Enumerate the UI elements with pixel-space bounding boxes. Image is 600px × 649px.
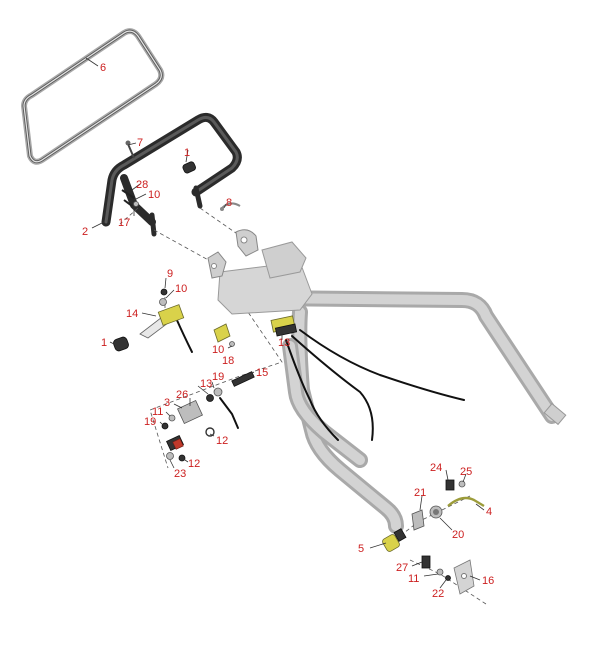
lower-bracket-hardware [421, 555, 475, 595]
callout-28: 28 [136, 179, 148, 191]
callout-6: 6 [100, 62, 106, 74]
callout-10: 10 [148, 189, 160, 201]
callout-5: 5 [358, 543, 364, 555]
main-handle-frame [207, 229, 567, 534]
callout-19: 19 [144, 416, 156, 428]
part-6-bail-loop [21, 28, 165, 165]
callout-2: 2 [82, 226, 88, 238]
callout-18: 18 [222, 355, 234, 367]
callout-3: 3 [164, 397, 170, 409]
callout-19: 19 [212, 371, 224, 383]
callout-23: 23 [174, 468, 186, 480]
callout-10: 10 [212, 344, 224, 356]
callout-17: 17 [118, 217, 130, 229]
callout-11: 11 [408, 573, 419, 585]
callout-4: 4 [486, 506, 492, 518]
callout-labels: 6 7 1 28 10 17 2 8 9 10 14 1 10 18 13 15… [82, 62, 494, 600]
callout-16: 16 [482, 575, 494, 587]
callout-10: 10 [175, 283, 187, 295]
callout-22: 22 [432, 588, 444, 600]
callout-24: 24 [430, 462, 442, 474]
linkage-hardware [161, 371, 255, 462]
handle-hardware [121, 140, 241, 211]
leader-lines [85, 57, 485, 589]
callout-14: 14 [126, 308, 138, 320]
callout-1: 1 [101, 337, 107, 349]
callout-9: 9 [167, 268, 173, 280]
part-5-knob [382, 528, 407, 552]
callout-13: 13 [200, 378, 212, 390]
callout-26: 26 [176, 389, 188, 401]
callout-20: 20 [452, 529, 464, 541]
part-13-cable-bracket [270, 315, 298, 337]
part-18-bracket [213, 323, 235, 347]
part-14-lever [139, 288, 185, 339]
part-1-grommet [113, 336, 129, 352]
callout-11: 11 [152, 406, 163, 418]
callout-25: 25 [460, 466, 472, 478]
callout-12: 12 [188, 458, 200, 470]
callout-8: 8 [226, 197, 232, 209]
callout-12: 12 [216, 435, 228, 447]
callout-13: 13 [278, 337, 290, 349]
callout-7: 7 [137, 137, 143, 149]
callout-1: 1 [184, 147, 190, 159]
lower-right-hardware [411, 479, 485, 531]
callout-27: 27 [396, 562, 408, 574]
control-cables [175, 317, 465, 441]
callout-21: 21 [414, 487, 426, 499]
callout-15: 15 [256, 367, 268, 379]
